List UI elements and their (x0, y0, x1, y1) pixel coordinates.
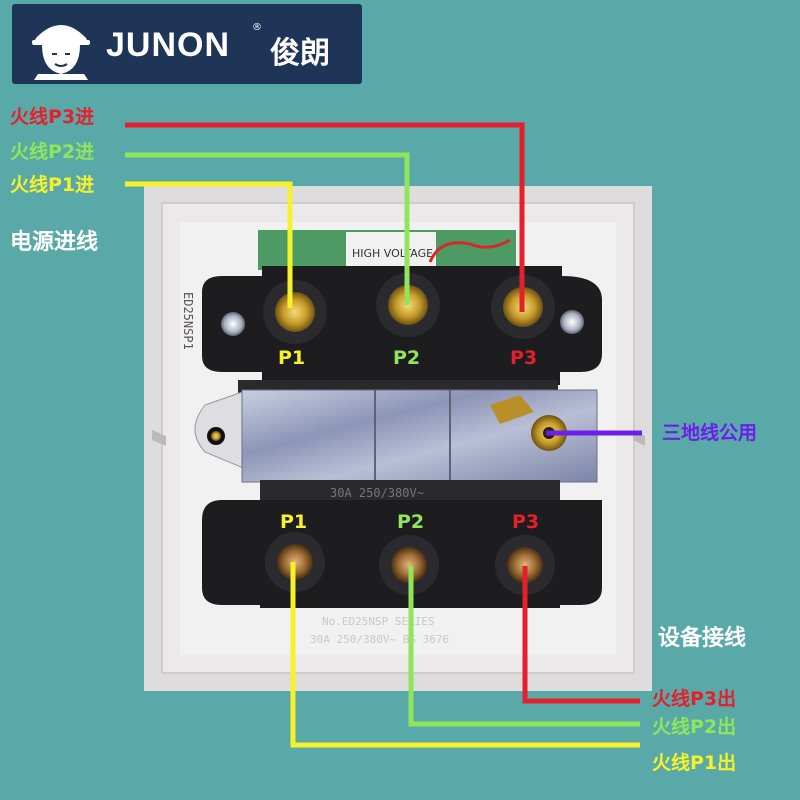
label-p2-in: 火线P2进 (10, 141, 95, 163)
top-label-p2: P2 (393, 347, 420, 369)
bottom-terminal-p3 (495, 535, 555, 595)
wire-p1-out (290, 562, 640, 748)
mounting-screw-icon (560, 310, 584, 334)
bottom-label-p3: P3 (512, 511, 539, 533)
power-input-heading: 电源进线 (10, 230, 99, 255)
earth-bar (194, 389, 598, 483)
brand-chinese-name: 俊朗 (270, 36, 330, 71)
label-p1-out: 火线P1出 (652, 752, 737, 774)
rating-center-text: 30A 250/380V~ (330, 486, 424, 500)
wire-p3-in (125, 122, 525, 312)
bottom-label-p2: P2 (397, 511, 424, 533)
mounting-screw-icon (221, 312, 245, 336)
rating-bottom-text: 30A 250/380V~ BS 3676 (310, 633, 449, 646)
top-terminal-p1 (263, 280, 327, 344)
bottom-terminal-p2 (379, 535, 439, 595)
model-side-text: ED25NSP1 (181, 292, 195, 350)
label-p1-in: 火线P1进 (10, 174, 95, 196)
worker-face-icon (32, 25, 90, 80)
series-text: No.ED25NSP SERIES (322, 615, 435, 628)
label-p3-in: 火线P3进 (10, 106, 95, 128)
wire-p2-in (125, 152, 410, 305)
label-p2-out: 火线P2出 (652, 716, 737, 738)
top-label-p1: P1 (278, 347, 305, 369)
wire-p2-out (408, 566, 640, 727)
registered-mark: ® (252, 22, 262, 33)
device-output-heading: 设备接线 (658, 626, 747, 651)
brand-name: JUNON (106, 26, 231, 64)
wire-p1-in (125, 181, 293, 308)
shared-earth-label: 三地线公用 (662, 422, 758, 444)
top-label-p3: P3 (510, 347, 537, 369)
brand-logo: JUNON ® 俊朗 (12, 4, 362, 84)
high-voltage-text: HIGH VOLTAGE (352, 247, 433, 260)
bottom-label-p1: P1 (280, 511, 307, 533)
wire-p3-out (522, 566, 640, 704)
pcb-board: HIGH VOLTAGE (258, 230, 516, 270)
label-p3-out: 火线P3出 (652, 688, 737, 710)
